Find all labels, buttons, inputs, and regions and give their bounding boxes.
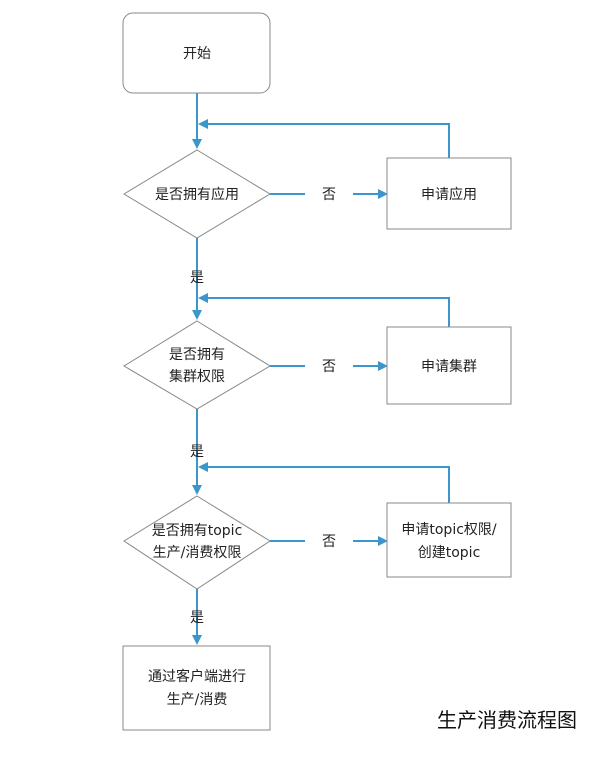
check-app-label: 是否拥有应用 bbox=[155, 186, 239, 203]
end-label-line1: 通过客户端进行 bbox=[148, 668, 246, 685]
yes-label-3: 是 bbox=[190, 610, 204, 626]
apply-app-node bbox=[386, 157, 512, 230]
yes-label-2: 是 bbox=[190, 444, 204, 460]
node-texts: 开始 是否拥有应用 申请应用 是否拥有 集群权限 申请集群 是否拥有topic … bbox=[148, 46, 497, 708]
no-label-2: 否 bbox=[322, 359, 336, 375]
check-cluster-label-line1: 是否拥有 bbox=[169, 347, 225, 363]
apply-topic-node bbox=[386, 502, 512, 578]
no-label-3: 否 bbox=[322, 534, 336, 550]
edge-labels: 否 否 否 是 是 是 bbox=[190, 187, 336, 626]
edges bbox=[192, 93, 450, 645]
start-label: 开始 bbox=[183, 46, 211, 62]
start-node bbox=[122, 12, 271, 94]
edge-apply-topic-loop bbox=[198, 462, 450, 503]
diagram-caption: 生产消费流程图 bbox=[437, 708, 577, 732]
end-node bbox=[122, 645, 271, 731]
nodes bbox=[122, 12, 512, 731]
edge-apply-cluster-loop bbox=[198, 293, 450, 327]
check-topic-decision bbox=[123, 495, 271, 590]
apply-cluster-label: 申请集群 bbox=[421, 358, 477, 375]
check-topic-label-line1: 是否拥有topic bbox=[152, 523, 243, 539]
check-topic-label-line2: 生产/消费权限 bbox=[153, 545, 242, 561]
check-app-decision bbox=[123, 149, 271, 239]
no-label-1: 否 bbox=[322, 187, 336, 203]
check-cluster-decision bbox=[123, 320, 271, 410]
check-cluster-label-line2: 集群权限 bbox=[169, 368, 225, 385]
edge-apply-app-loop bbox=[198, 119, 450, 158]
end-label-line2: 生产/消费 bbox=[167, 692, 228, 708]
apply-topic-label-line2: 创建topic bbox=[418, 545, 481, 561]
apply-cluster-node bbox=[386, 326, 512, 405]
apply-topic-label-line1: 申请topic权限/ bbox=[401, 522, 497, 538]
apply-app-label: 申请应用 bbox=[421, 186, 477, 203]
yes-label-1: 是 bbox=[190, 270, 204, 286]
